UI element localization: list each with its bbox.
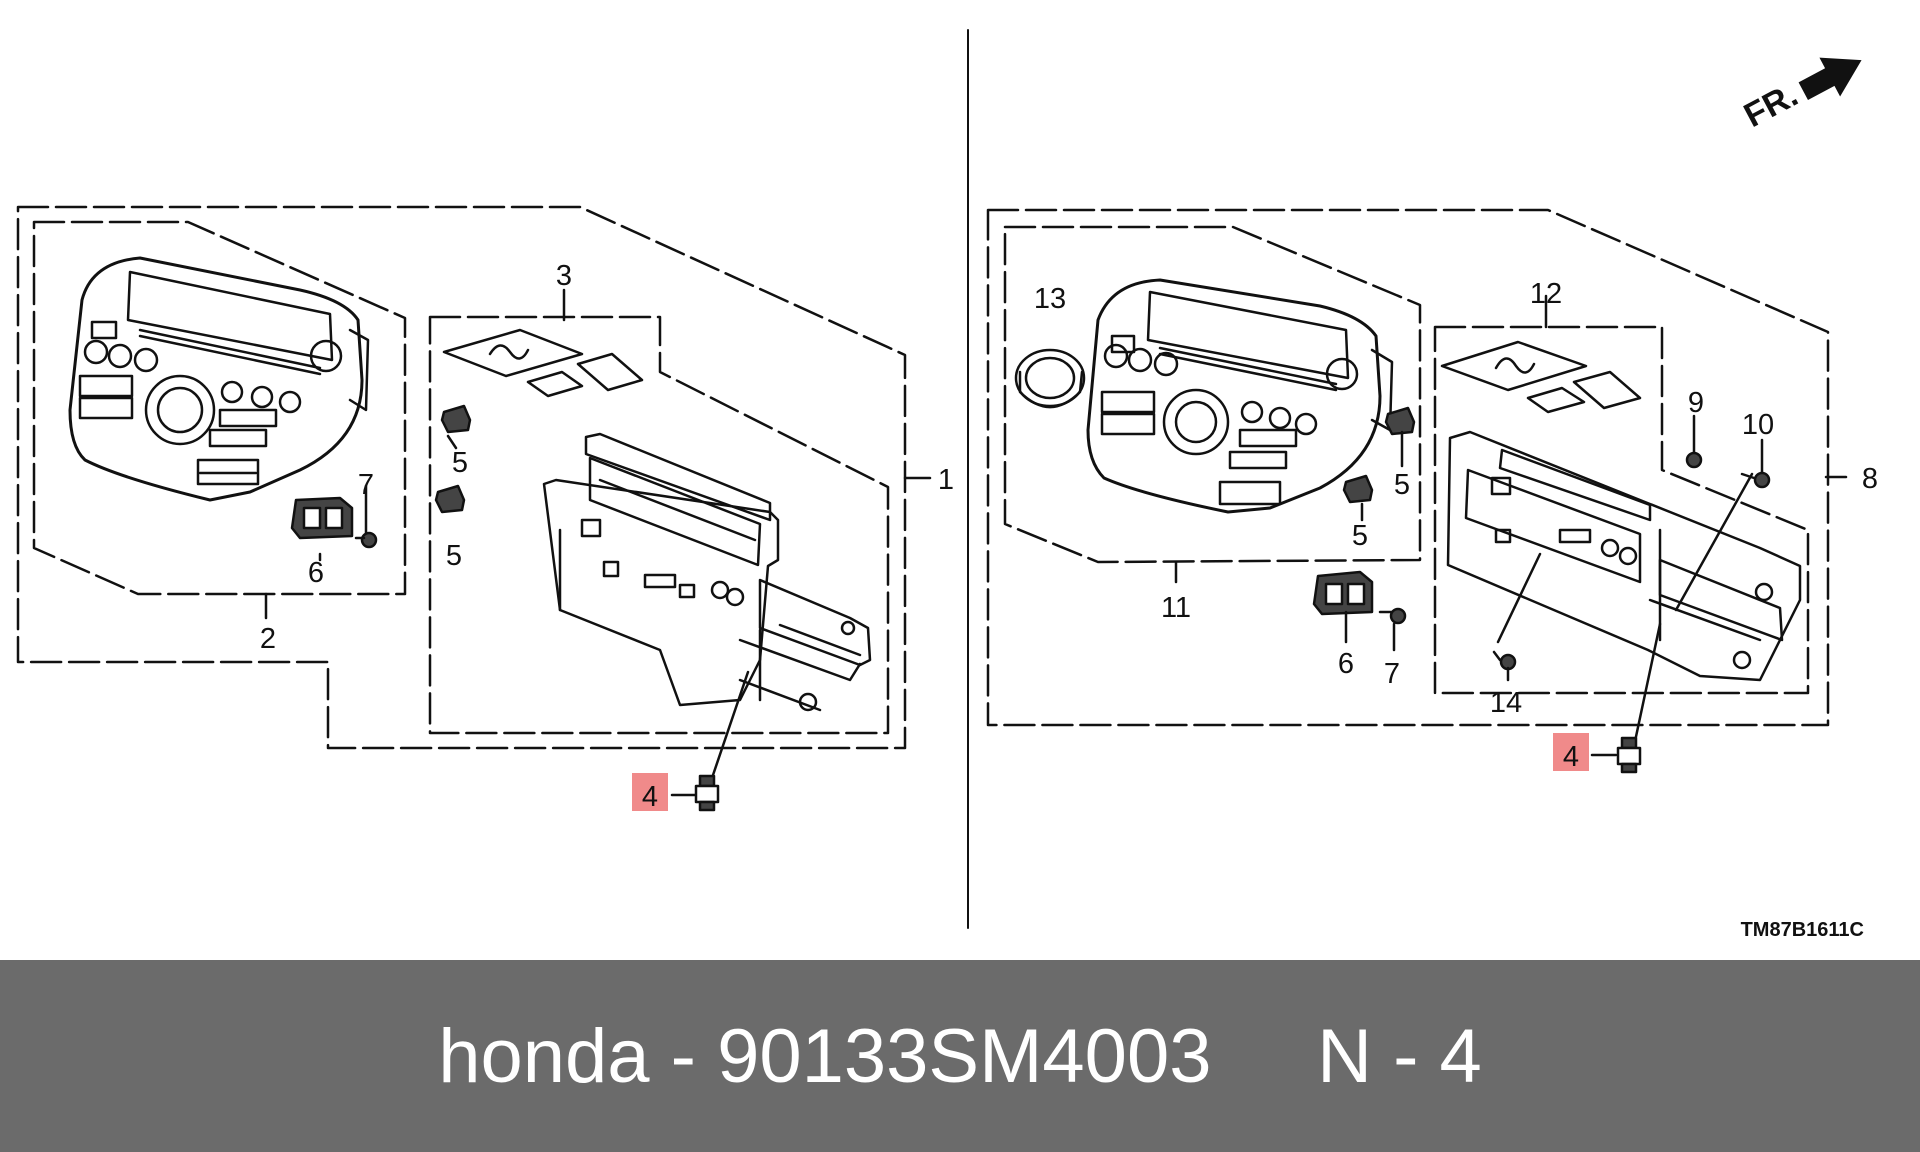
right-label-sheets [1440, 340, 1642, 414]
right-group-11-boundary [1003, 225, 1422, 564]
left-screw-7 [354, 484, 378, 549]
footer-separator-1: - [649, 1013, 718, 1099]
right-clip-5b [1342, 474, 1374, 504]
right-screw-10 [1740, 471, 1771, 489]
right-callout-10: 10 [1742, 409, 1774, 441]
right-highlight-4 [1553, 733, 1589, 771]
right-callout-12: 12 [1530, 278, 1562, 310]
footer-brand: honda [438, 1013, 650, 1099]
left-radio-chassis [542, 432, 872, 712]
right-outer-boundary [986, 208, 1830, 727]
left-callout-5a: 5 [452, 447, 468, 479]
right-screw-7 [1378, 607, 1407, 652]
right-audio-panel [1086, 278, 1394, 514]
right-clip-5a [1384, 406, 1416, 436]
right-callout-11: 11 [1161, 592, 1191, 624]
footer-position-number: 4 [1439, 1013, 1482, 1099]
right-screw-9 [1685, 414, 1703, 469]
right-callout-14: 14 [1490, 687, 1522, 719]
right-callout-7: 7 [1384, 658, 1400, 690]
right-switch-6 [1312, 570, 1374, 616]
left-group-3-boundary [428, 315, 890, 735]
footer-separator-2: - [1371, 1013, 1440, 1099]
left-label-sheets [442, 328, 644, 398]
part-footer: honda - 90133SM4003 N - 4 [0, 960, 1920, 1152]
left-highlight-4 [632, 773, 668, 811]
right-callout-9: 9 [1688, 387, 1704, 419]
left-bolt-4 [694, 774, 720, 812]
right-callout-5b: 5 [1352, 520, 1368, 552]
right-group-12-boundary [1433, 325, 1810, 695]
left-audio-panel [68, 256, 370, 502]
left-callout-4: 4 [642, 781, 658, 813]
right-callout-6: 6 [1338, 648, 1354, 680]
left-callout-5b: 5 [446, 540, 462, 572]
right-screw-14 [1492, 650, 1517, 682]
left-clip-5b [434, 484, 466, 514]
left-callout-1: 1 [938, 464, 954, 496]
left-switch-6 [290, 496, 354, 540]
right-callout-8: 8 [1862, 463, 1878, 495]
left-callout-2: 2 [260, 623, 276, 655]
footer-part-number: 90133SM4003 [717, 1013, 1212, 1099]
left-callout-3: 3 [556, 260, 572, 292]
drawing-code: TM87B1611C [1741, 919, 1864, 941]
right-callout-5a: 5 [1394, 469, 1410, 501]
front-indicator-label: FR. [1738, 76, 1804, 135]
footer-position-prefix: N [1317, 1013, 1372, 1099]
right-bolt-4 [1616, 736, 1642, 774]
right-callout-13: 13 [1034, 283, 1066, 315]
parts-diagram: 3 1 2 6 7 5 5 4 13 12 9 10 8 5 5 11 6 7 … [16, 29, 1878, 941]
left-group-2-boundary [32, 220, 407, 596]
right-knob-13 [1014, 348, 1086, 409]
footer-gap [1212, 1013, 1318, 1100]
left-callout-6: 6 [308, 557, 324, 589]
left-outer-boundary [16, 205, 907, 750]
right-radio-chassis [1446, 430, 1802, 682]
front-arrow-icon [1798, 57, 1862, 100]
right-callout-4: 4 [1563, 741, 1579, 773]
left-callout-7: 7 [358, 469, 374, 501]
left-clip-5a [440, 404, 472, 434]
